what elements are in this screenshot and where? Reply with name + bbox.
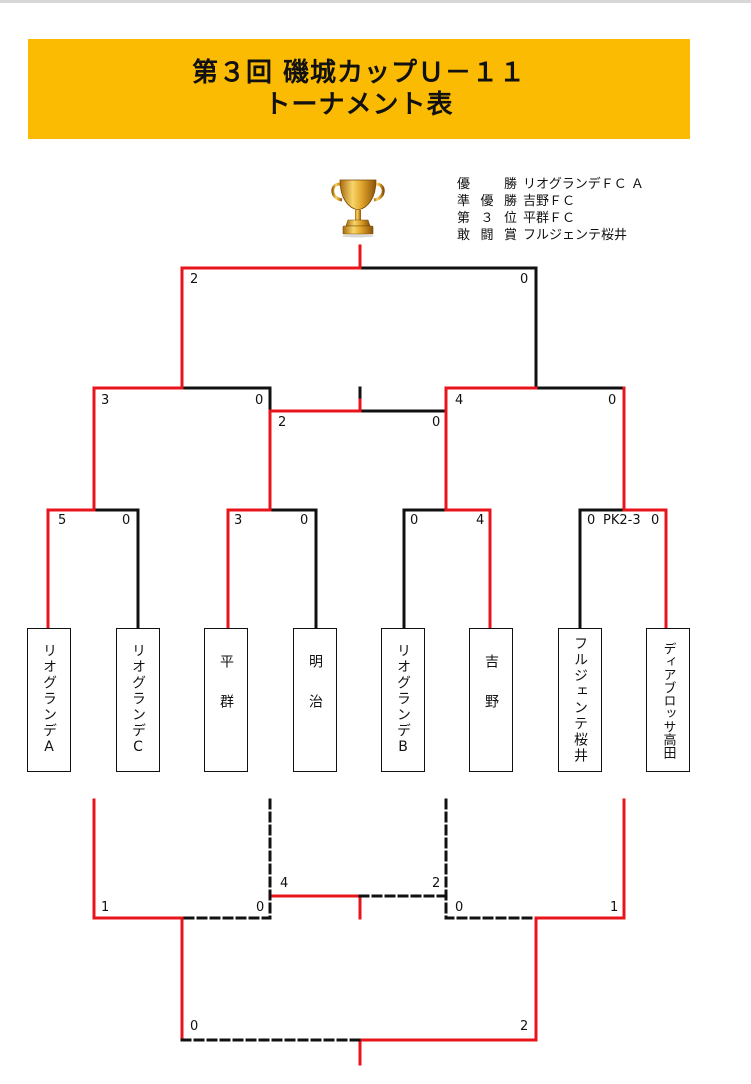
score-r1-m1-left: 5	[58, 513, 67, 528]
score-lower-final-right: 2	[520, 1019, 529, 1034]
score-lower-q2-left: 0	[455, 900, 464, 915]
score-r1-m1-right: 0	[122, 513, 131, 528]
top-rule	[0, 0, 751, 3]
score-r1-m3-left: 0	[410, 513, 419, 528]
team-name: ディアブロッサ高田	[660, 641, 676, 759]
score-lower-q1-right: 0	[256, 900, 265, 915]
title-line-2: トーナメント表	[264, 90, 454, 120]
score-sf1-left: 3	[101, 393, 110, 408]
result-value: リオグランデＦＣ Ａ	[523, 177, 644, 192]
result-label: 敢闘賞	[457, 228, 517, 243]
score-final-left: 2	[190, 272, 199, 287]
result-runner-up: 準優勝 吉野ＦＣ	[457, 193, 644, 210]
team-box-6: 吉野	[469, 628, 513, 772]
team-name: 吉野	[483, 654, 499, 734]
score-lower-q1-left: 1	[101, 900, 110, 915]
lower-bracket-dashed	[180, 798, 538, 1042]
team-name: リオグランデB	[395, 643, 411, 757]
result-label: 第３位	[457, 211, 517, 226]
score-sf2-left: 4	[455, 393, 464, 408]
score-lower-mid-right: 2	[432, 876, 441, 891]
team-box-4: 明治	[293, 628, 337, 772]
team-box-3: 平群	[204, 628, 248, 772]
team-name: 平群	[218, 654, 234, 734]
result-fighting-spirit: 敢闘賞 フルジェンテ桜井	[457, 227, 644, 244]
score-r1-m3-right: 4	[476, 513, 485, 528]
bracket-lines-normal	[92, 266, 626, 630]
score-r1-m2-left: 3	[234, 513, 243, 528]
result-champion: 優勝 リオグランデＦＣ Ａ	[457, 176, 644, 193]
score-r1-m4-right: 0	[651, 513, 660, 528]
score-r1-m4-pk: PK2-3	[603, 513, 641, 528]
score-sf2-right: 0	[608, 393, 617, 408]
title-line-1: 第３回 磯城カップＵ－１１	[191, 58, 527, 88]
score-sf1-right: 0	[255, 393, 264, 408]
result-label: 優勝	[457, 177, 517, 192]
score-r1-m2-right: 0	[300, 513, 309, 528]
team-name: リオグランデA	[41, 643, 57, 757]
team-box-8: ディアブロッサ高田	[646, 628, 690, 772]
score-lower-final-left: 0	[190, 1019, 199, 1034]
team-box-2: リオグランデC	[116, 628, 160, 772]
result-value: 平群ＦＣ	[523, 211, 576, 226]
score-r1-m4-left: 0	[587, 513, 596, 528]
score-lower-q2-right: 1	[610, 900, 619, 915]
team-box-7: フルジェンテ桜井	[558, 628, 602, 772]
results-list: 優勝 リオグランデＦＣ Ａ 準優勝 吉野ＦＣ 第３位 平群ＦＣ 敢闘賞 フルジェ…	[457, 176, 644, 244]
lower-bracket-winner	[92, 798, 626, 1066]
title-banner: 第３回 磯城カップＵ－１１ トーナメント表	[28, 39, 690, 139]
score-lower-mid-left: 4	[280, 876, 289, 891]
team-name: フルジェンテ桜井	[572, 636, 588, 764]
result-value: フルジェンテ桜井	[523, 228, 628, 243]
result-value: 吉野ＦＣ	[523, 194, 576, 209]
score-q-left: 2	[278, 415, 287, 430]
result-third-place: 第３位 平群ＦＣ	[457, 210, 644, 227]
result-label: 準優勝	[457, 194, 517, 209]
bracket-lines-winner	[46, 244, 668, 630]
trophy-icon	[331, 179, 385, 238]
team-box-5: リオグランデB	[381, 628, 425, 772]
team-box-1: リオグランデA	[27, 628, 71, 772]
score-final-right: 0	[520, 272, 529, 287]
score-q-right: 0	[432, 415, 441, 430]
team-name: リオグランデC	[130, 643, 146, 757]
team-name: 明治	[307, 654, 323, 734]
